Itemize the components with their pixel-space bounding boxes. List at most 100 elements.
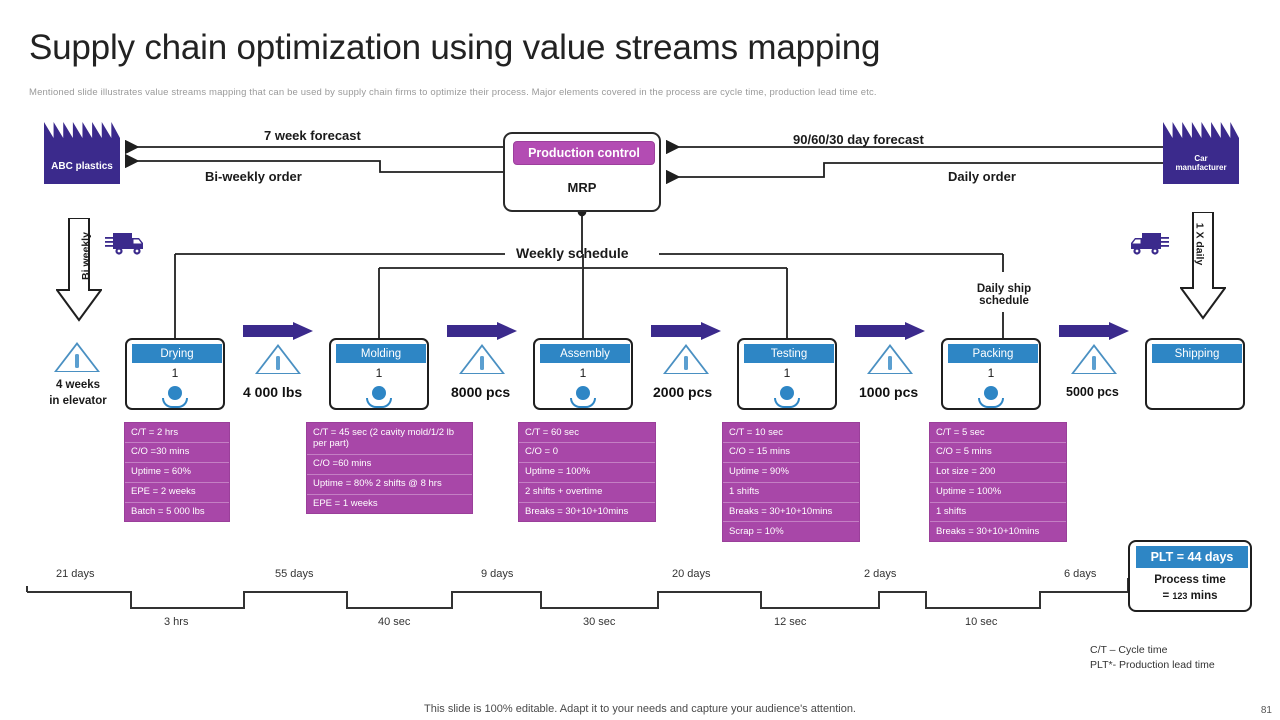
inventory-triangle-icon-4 <box>867 344 913 376</box>
process-box-shipping[interactable]: Shipping <box>1145 338 1245 410</box>
customer-factory-right: Car manufacturer <box>1163 122 1239 184</box>
metric-row: Batch = 5 000 lbs <box>131 506 205 517</box>
process-box-assembly[interactable]: Assembly 1 <box>533 338 633 410</box>
factory-roof-icon <box>44 122 120 138</box>
data-box-assembly: C/T = 60 sec C/O = 0 Uptime = 100% 2 shi… <box>518 422 656 523</box>
operator-icon <box>978 386 1004 408</box>
lead-time-label-2: 55 days <box>275 568 314 580</box>
metric-row: C/O =60 mins <box>307 455 472 475</box>
lead-time-label-1: 21 days <box>56 568 95 580</box>
label-forecast-right: 90/60/30 day forecast <box>793 132 924 147</box>
metric-row: Uptime = 80% 2 shifts @ 8 hrs <box>307 475 472 495</box>
legend: C/T – Cycle time PLT*- Production lead t… <box>1090 643 1215 673</box>
supplier-left-name: ABC plastics <box>51 160 113 172</box>
data-box-molding: C/T = 45 sec (2 cavity mold/1/2 lb per p… <box>306 422 473 515</box>
label-weekly-schedule: Weekly schedule <box>516 245 629 261</box>
inventory-triangle-icon-0 <box>54 342 100 374</box>
inbound-shipment-label: Bi weekly <box>79 232 92 280</box>
data-box-drying: C/T = 2 hrs C/O =30 mins Uptime = 60% EP… <box>124 422 230 523</box>
page-subtitle: Mentioned slide illustrates value stream… <box>29 87 877 98</box>
outbound-shipment-label: 1 X daily <box>1193 222 1206 266</box>
metric-row: EPE = 1 weeks <box>313 498 378 509</box>
process-operator-count: 1 <box>987 366 995 380</box>
inbound-shipment-arrow <box>56 218 102 322</box>
process-name: Molding <box>336 344 426 363</box>
process-time-label-3: 30 sec <box>583 616 616 628</box>
page-number: 81 <box>1260 705 1272 716</box>
push-arrow-4 <box>855 322 925 340</box>
supplier-factory-left: ABC plastics <box>44 122 120 184</box>
inventory-triangle-icon-1 <box>255 344 301 376</box>
start-inventory-label: 4 weeks in elevator <box>49 379 107 407</box>
metric-row: Uptime = 100% <box>930 483 1066 503</box>
production-control-box: Production control MRP <box>503 132 661 212</box>
process-time-label-2: 40 sec <box>378 616 411 628</box>
process-operator-count: 1 <box>783 366 791 380</box>
inventory-triangle-icon-3 <box>663 344 709 376</box>
operator-icon <box>162 386 188 408</box>
metric-row: 2 shifts + overtime <box>519 483 655 503</box>
inventory-triangle-icon-2 <box>459 344 505 376</box>
inventory-qty-1: 4 000 lbs <box>243 384 303 400</box>
metric-row: Uptime = 100% <box>519 463 655 483</box>
inventory-qty-3: 2000 pcs <box>653 384 713 400</box>
production-control-header: Production control <box>513 141 655 165</box>
lead-time-label-6: 6 days <box>1064 568 1097 580</box>
lead-time-label-5: 2 days <box>864 568 897 580</box>
process-operator-count: 1 <box>171 366 179 380</box>
process-box-drying[interactable]: Drying 1 <box>125 338 225 410</box>
process-name: Testing <box>744 344 834 363</box>
metric-row: C/O =30 mins <box>125 443 229 463</box>
process-name: Shipping <box>1152 344 1242 363</box>
operator-icon <box>774 386 800 408</box>
process-box-testing[interactable]: Testing 1 <box>737 338 837 410</box>
plt-summary-box: PLT = 44 days Process time = 123 mins <box>1128 540 1252 612</box>
label-forecast-left: 7 week forecast <box>264 128 361 143</box>
factory-roof-icon <box>1163 122 1239 138</box>
process-operator-count: 1 <box>579 366 587 380</box>
metric-row: C/T = 5 sec <box>930 423 1066 443</box>
metric-row: C/T = 2 hrs <box>125 423 229 443</box>
customer-right-name: Car manufacturer <box>1175 154 1227 172</box>
operator-icon <box>366 386 392 408</box>
metric-row: Lot size = 200 <box>930 463 1066 483</box>
push-arrow-3 <box>651 322 721 340</box>
label-order-left: Bi-weekly order <box>205 169 302 184</box>
metric-row: Breaks = 30+10+10mins <box>723 503 859 523</box>
process-time-label-1: 3 hrs <box>164 616 189 628</box>
inventory-triangle-icon-5 <box>1071 344 1117 376</box>
legend-line-plt: PLT*- Production lead time <box>1090 659 1215 672</box>
metric-row: Breaks = 30+10+10mins <box>525 506 629 517</box>
label-daily-ship-schedule: Daily ship schedule <box>976 283 1032 307</box>
data-box-packing: C/T = 5 sec C/O = 5 mins Lot size = 200 … <box>929 422 1067 543</box>
metric-row: C/T = 10 sec <box>723 423 859 443</box>
page-title: Supply chain optimization using value st… <box>29 28 881 67</box>
inventory-mark-icon <box>75 354 79 368</box>
lead-time-label-4: 20 days <box>672 568 711 580</box>
process-box-packing[interactable]: Packing 1 <box>941 338 1041 410</box>
production-control-system: MRP <box>567 180 597 195</box>
metric-row: C/O = 15 mins <box>723 443 859 463</box>
metric-row: C/T = 60 sec <box>519 423 655 443</box>
inventory-qty-4: 1000 pcs <box>859 384 919 400</box>
label-order-right: Daily order <box>948 169 1016 184</box>
metric-row: C/T = 45 sec (2 cavity mold/1/2 lb per p… <box>307 423 472 455</box>
metric-row: Uptime = 90% <box>723 463 859 483</box>
operator-icon <box>570 386 596 408</box>
push-arrow-2 <box>447 322 517 340</box>
metric-row: Uptime = 60% <box>125 463 229 483</box>
process-box-molding[interactable]: Molding 1 <box>329 338 429 410</box>
data-box-testing: C/T = 10 sec C/O = 15 mins Uptime = 90% … <box>722 422 860 543</box>
metric-row: C/O = 5 mins <box>930 443 1066 463</box>
metric-row: 1 shifts <box>723 483 859 503</box>
plt-badge: PLT = 44 days <box>1136 546 1248 568</box>
legend-line-ct: C/T – Cycle time <box>1090 644 1168 656</box>
push-arrow-1 <box>243 322 313 340</box>
process-operator-count: 1 <box>375 366 383 380</box>
metric-row: EPE = 2 weeks <box>125 483 229 503</box>
inventory-qty-5: 5000 pcs <box>1066 385 1119 399</box>
outbound-shipment-arrow <box>1180 212 1226 320</box>
truck-icon-outbound <box>1128 228 1174 258</box>
truck-icon-inbound <box>100 228 146 258</box>
metric-row: Breaks = 30+10+10mins <box>936 525 1040 537</box>
